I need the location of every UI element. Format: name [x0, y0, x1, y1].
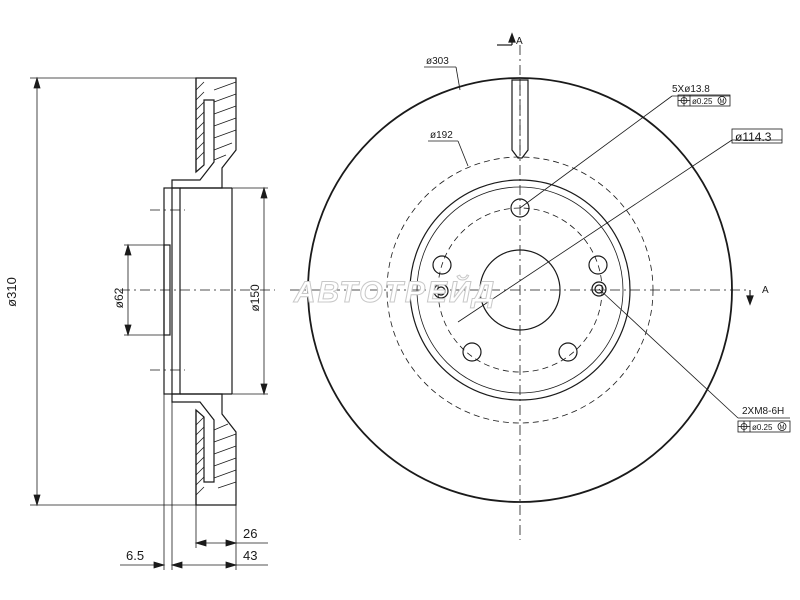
rotor-section-bottom [171, 393, 237, 506]
bolt-circle-box [731, 128, 783, 144]
bolt-holes-modifier-label: M [720, 99, 725, 105]
dim-total-height [172, 548, 268, 570]
bolt-hole [432, 255, 452, 275]
thread-modifier-label: M [780, 425, 785, 431]
bolt-hole [558, 342, 578, 362]
thread-tolerance-label: ø0.25 [752, 423, 773, 432]
bolt-hole [462, 342, 482, 362]
threaded-hole-inner [436, 286, 446, 296]
leader-bolt-circle [457, 139, 782, 323]
front-view: A A ø303 ø192 ø114.3 5Xø1 [290, 32, 791, 540]
disc-slot [511, 79, 529, 159]
hatch-top [195, 81, 237, 161]
dim-outer-diameter-label: ø310 [4, 277, 19, 307]
leader-inner-ring [428, 140, 469, 167]
threaded-hole-inner [594, 284, 604, 294]
leader-bolt-holes [519, 95, 730, 209]
dim-hat-depth-label: 6.5 [126, 548, 144, 563]
center-bore [479, 249, 561, 331]
threaded-holes [433, 281, 607, 299]
bolt-holes [432, 198, 608, 362]
dim-bolt-circle-label: ø114.3 [735, 130, 772, 144]
dim-hat-depth [120, 394, 183, 570]
hat-outer-circle [409, 179, 631, 401]
dim-hat-diameter-label: ø150 [248, 284, 262, 312]
thread-spec-label: 2XM8-6H [742, 406, 784, 417]
thread-tolerance-frame [737, 420, 791, 433]
dim-inner-ring-label: ø192 [430, 130, 453, 141]
watermark-text: АВТОТРЕЙД [293, 274, 496, 309]
bolt-hole [588, 255, 608, 275]
leader-disc-diameter [424, 66, 461, 91]
threaded-hole-outer [591, 281, 607, 297]
bolt-hole [510, 198, 530, 218]
section-marker-right [746, 290, 754, 306]
threaded-hole-outer [433, 283, 449, 299]
hat-section [163, 187, 233, 395]
hatch-bottom [195, 416, 237, 496]
section-mark-top-label: A [516, 36, 523, 47]
dim-hat-diameter [232, 186, 268, 396]
bolt-holes-tolerance-label: ø0.25 [692, 97, 713, 106]
bolt-holes-spec-label: 5Xø13.8 [672, 84, 710, 95]
dim-hub-diameter [124, 243, 164, 337]
hat-inner-circle [416, 186, 624, 394]
side-section-view: ø310 ø62 ø150 26 [4, 76, 275, 570]
bolt-holes-tolerance-frame [677, 94, 731, 107]
dim-disc-diameter-label: ø303 [426, 56, 449, 67]
dim-hub-diameter-label: ø62 [112, 287, 126, 308]
dim-thickness-label: 26 [243, 526, 257, 541]
section-marker-top [497, 32, 516, 46]
disc-outer-circle [307, 77, 733, 503]
section-mark-right-label: A [762, 285, 769, 296]
dim-thickness [194, 505, 268, 548]
dim-outer-diameter [30, 76, 196, 507]
dim-total-height-label: 43 [243, 548, 257, 563]
rotor-section-top [171, 77, 237, 189]
leader-thread [598, 288, 790, 419]
friction-ring-dashed [386, 156, 654, 424]
